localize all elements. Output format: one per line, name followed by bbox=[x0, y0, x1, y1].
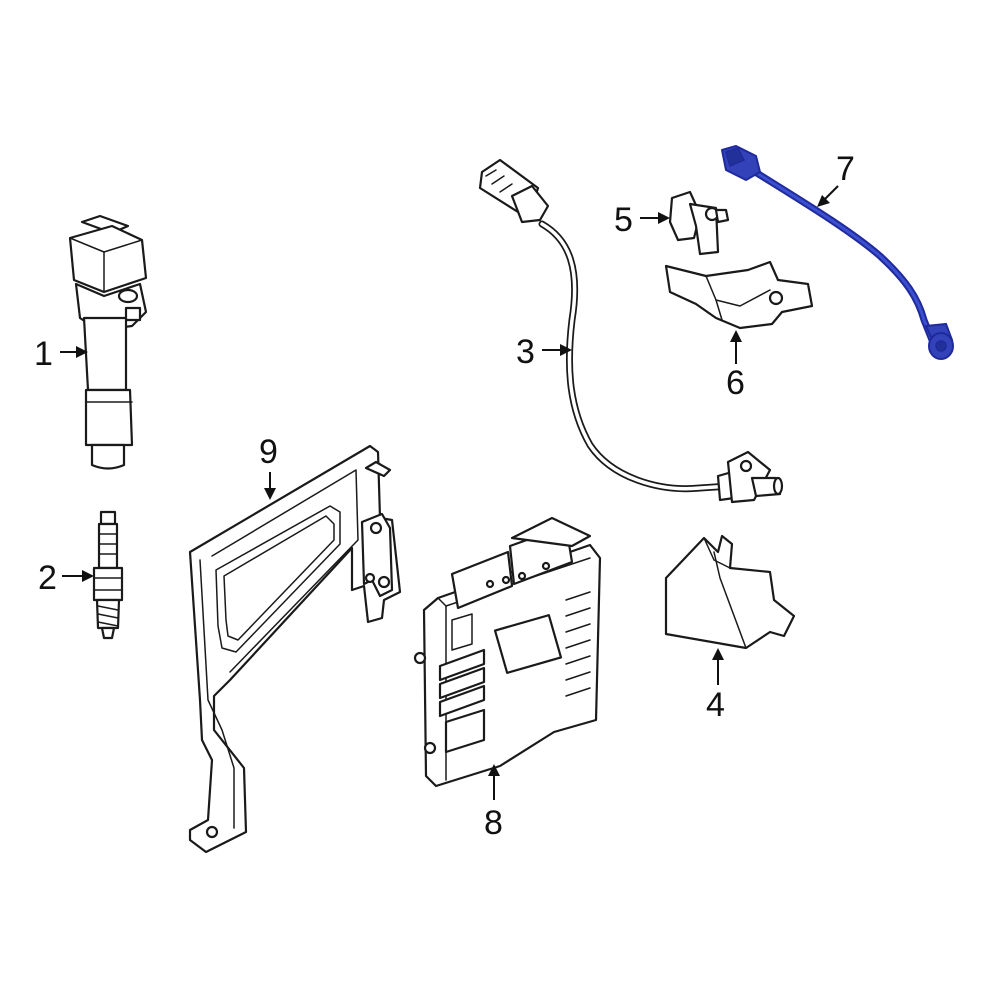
callout-9: 9 bbox=[259, 433, 278, 471]
callout-1: 1 bbox=[34, 335, 53, 373]
callout-labels: 1 2 3 4 5 6 7 8 9 bbox=[34, 150, 855, 842]
callout-4: 4 bbox=[706, 686, 725, 724]
crankshaft-position-sensor[interactable] bbox=[478, 158, 784, 504]
camshaft-position-sensor[interactable] bbox=[668, 190, 730, 256]
sensor-bracket[interactable] bbox=[664, 260, 814, 330]
spark-plug[interactable] bbox=[92, 510, 124, 640]
callout-2: 2 bbox=[38, 559, 57, 597]
callout-7: 7 bbox=[836, 150, 855, 188]
callout-8: 8 bbox=[484, 804, 503, 842]
ignition-coil[interactable] bbox=[68, 214, 148, 470]
callout-arrows bbox=[60, 185, 839, 800]
ecm-mounting-bracket[interactable] bbox=[188, 444, 402, 854]
engine-control-module[interactable] bbox=[413, 516, 602, 788]
knock-sensor[interactable] bbox=[721, 145, 954, 360]
callout-6: 6 bbox=[726, 364, 745, 402]
heat-shield[interactable] bbox=[664, 534, 796, 650]
callout-3: 3 bbox=[516, 333, 535, 371]
callout-5: 5 bbox=[614, 201, 633, 239]
